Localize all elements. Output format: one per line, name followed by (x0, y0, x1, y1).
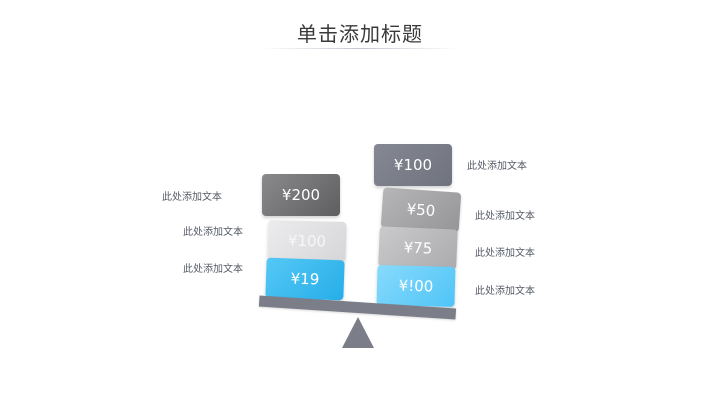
left-block-19[interactable]: ¥19 (265, 257, 345, 301)
page-title[interactable]: 单击添加标题 (297, 22, 423, 46)
right-label-4[interactable]: 此处添加文本 (475, 286, 535, 297)
right-block-75[interactable]: ¥75 (378, 226, 458, 270)
left-block-200[interactable]: ¥200 (262, 174, 340, 216)
right-label-2[interactable]: 此处添加文本 (475, 211, 535, 222)
right-label-1[interactable]: 此处添加文本 (467, 161, 527, 172)
left-block-100[interactable]: ¥100 (267, 219, 347, 263)
left-label-1[interactable]: 此处添加文本 (162, 192, 222, 203)
right-block-100b[interactable]: ¥!00 (376, 264, 456, 308)
title-underline (262, 48, 458, 49)
right-label-3[interactable]: 此处添加文本 (475, 248, 535, 259)
left-label-3[interactable]: 此处添加文本 (183, 264, 243, 275)
right-block-50[interactable]: ¥50 (380, 187, 462, 233)
left-label-2[interactable]: 此处添加文本 (183, 227, 243, 238)
right-block-100[interactable]: ¥100 (374, 144, 452, 186)
fulcrum-triangle-icon (342, 317, 374, 348)
